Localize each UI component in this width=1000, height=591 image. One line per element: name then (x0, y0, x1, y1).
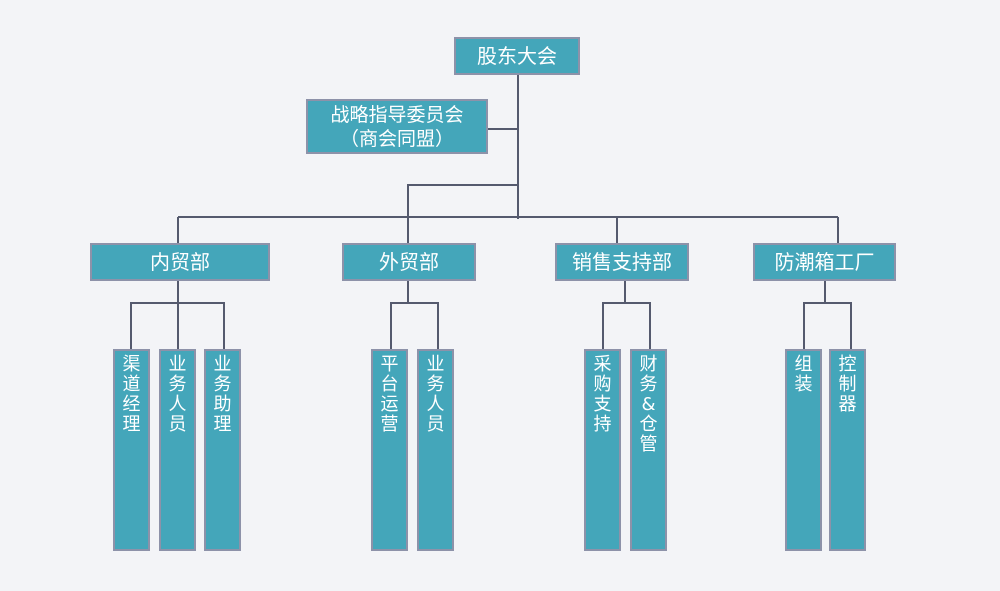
node-label: 采购支持 (593, 354, 612, 435)
node-label: 销售支持部 (572, 250, 672, 274)
node-role: 组装 (785, 349, 822, 551)
connector-sub (602, 302, 651, 349)
node-department-sales-support: 销售支持部 (555, 243, 689, 281)
node-label: 控制器 (838, 354, 857, 415)
node-label: 业务人员 (426, 354, 445, 435)
node-label: 外贸部 (379, 250, 439, 274)
node-label: 股东大会 (477, 44, 557, 68)
node-strategy-committee: 战略指导委员会 （商会同盟） (306, 99, 488, 154)
node-label: 财务&仓管 (639, 354, 658, 455)
node-department-factory: 防潮箱工厂 (753, 243, 896, 281)
node-label: 渠道经理 (122, 354, 141, 435)
node-role: 业务人员 (417, 349, 454, 551)
node-role: 渠道经理 (113, 349, 150, 551)
node-role: 控制器 (829, 349, 866, 551)
node-role: 采购支持 (584, 349, 621, 551)
node-department-foreign-trade: 外贸部 (342, 243, 476, 281)
node-label: 防潮箱工厂 (774, 250, 875, 274)
connector-sub (130, 302, 225, 349)
node-label: 平台运营 (380, 354, 399, 435)
node-role: 业务助理 (204, 349, 241, 551)
node-role: 平台运营 (371, 349, 408, 551)
connector-sub (390, 302, 439, 349)
node-department-domestic-trade: 内贸部 (90, 243, 270, 281)
node-label: 组装 (794, 354, 813, 395)
node-role: 业务人员 (159, 349, 196, 551)
node-label: 内贸部 (150, 250, 210, 274)
node-label: 业务人员 (168, 354, 187, 435)
node-shareholders-meeting: 股东大会 (454, 37, 580, 75)
node-label-line2: （商会同盟） (339, 127, 454, 150)
node-label: 业务助理 (213, 354, 232, 435)
connector-sub (803, 302, 852, 349)
node-label-line1: 战略指导委员会 (330, 103, 464, 126)
connector-dept-2 (407, 184, 518, 243)
node-role: 财务&仓管 (630, 349, 667, 551)
